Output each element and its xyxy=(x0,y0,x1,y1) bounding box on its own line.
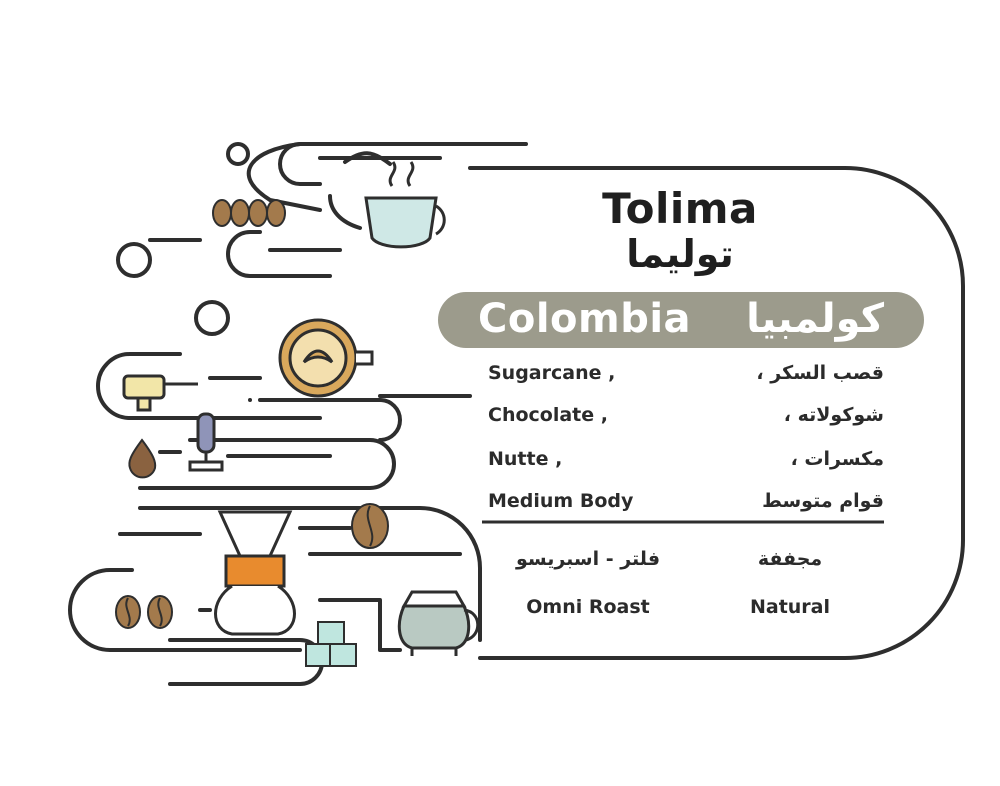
flavor-note-en-1: Sugarcane , xyxy=(488,362,616,384)
chemex-icon xyxy=(214,510,296,636)
coffee-pot-icon xyxy=(397,590,480,656)
flavor-note-en-2: Chocolate , xyxy=(488,404,608,426)
flavor-note-ar-3: مكسرات ، xyxy=(790,448,884,470)
flavor-note-ar-2: شوكولاته ، xyxy=(783,404,884,426)
roast-english: Omni Roast xyxy=(526,596,650,618)
ice-cubes-icon xyxy=(305,621,357,667)
coffee-cup-icon xyxy=(364,161,446,249)
latte-art-icon xyxy=(278,318,374,398)
body-ar: قوام متوسط xyxy=(762,490,884,512)
label-outline xyxy=(468,166,965,660)
process-arabic: مجففة xyxy=(757,548,823,570)
body-en: Medium Body xyxy=(488,490,634,512)
drop-icon xyxy=(128,438,157,479)
coffee-title-arabic: توليما xyxy=(626,232,734,276)
flavor-note-ar-1: قصب السكر ، xyxy=(756,362,884,384)
tamper-icon xyxy=(188,412,224,472)
flavor-note-en-3: Nutte , xyxy=(488,448,563,470)
country-name: Colombia xyxy=(478,296,692,342)
coffee-beans-icon xyxy=(212,199,286,227)
country-name-arabic: كولمبيا xyxy=(746,296,884,342)
origin-banner: Colombia كولمبيا xyxy=(438,292,924,348)
portafilter-icon xyxy=(122,374,198,412)
process-english: Natural xyxy=(749,596,831,618)
coffee-bean-icon xyxy=(351,503,389,549)
coffee-title: Tolima xyxy=(602,184,758,233)
coffee-beans-icon xyxy=(115,595,173,629)
roast-arabic: فلتر - اسبريسو xyxy=(515,548,661,570)
